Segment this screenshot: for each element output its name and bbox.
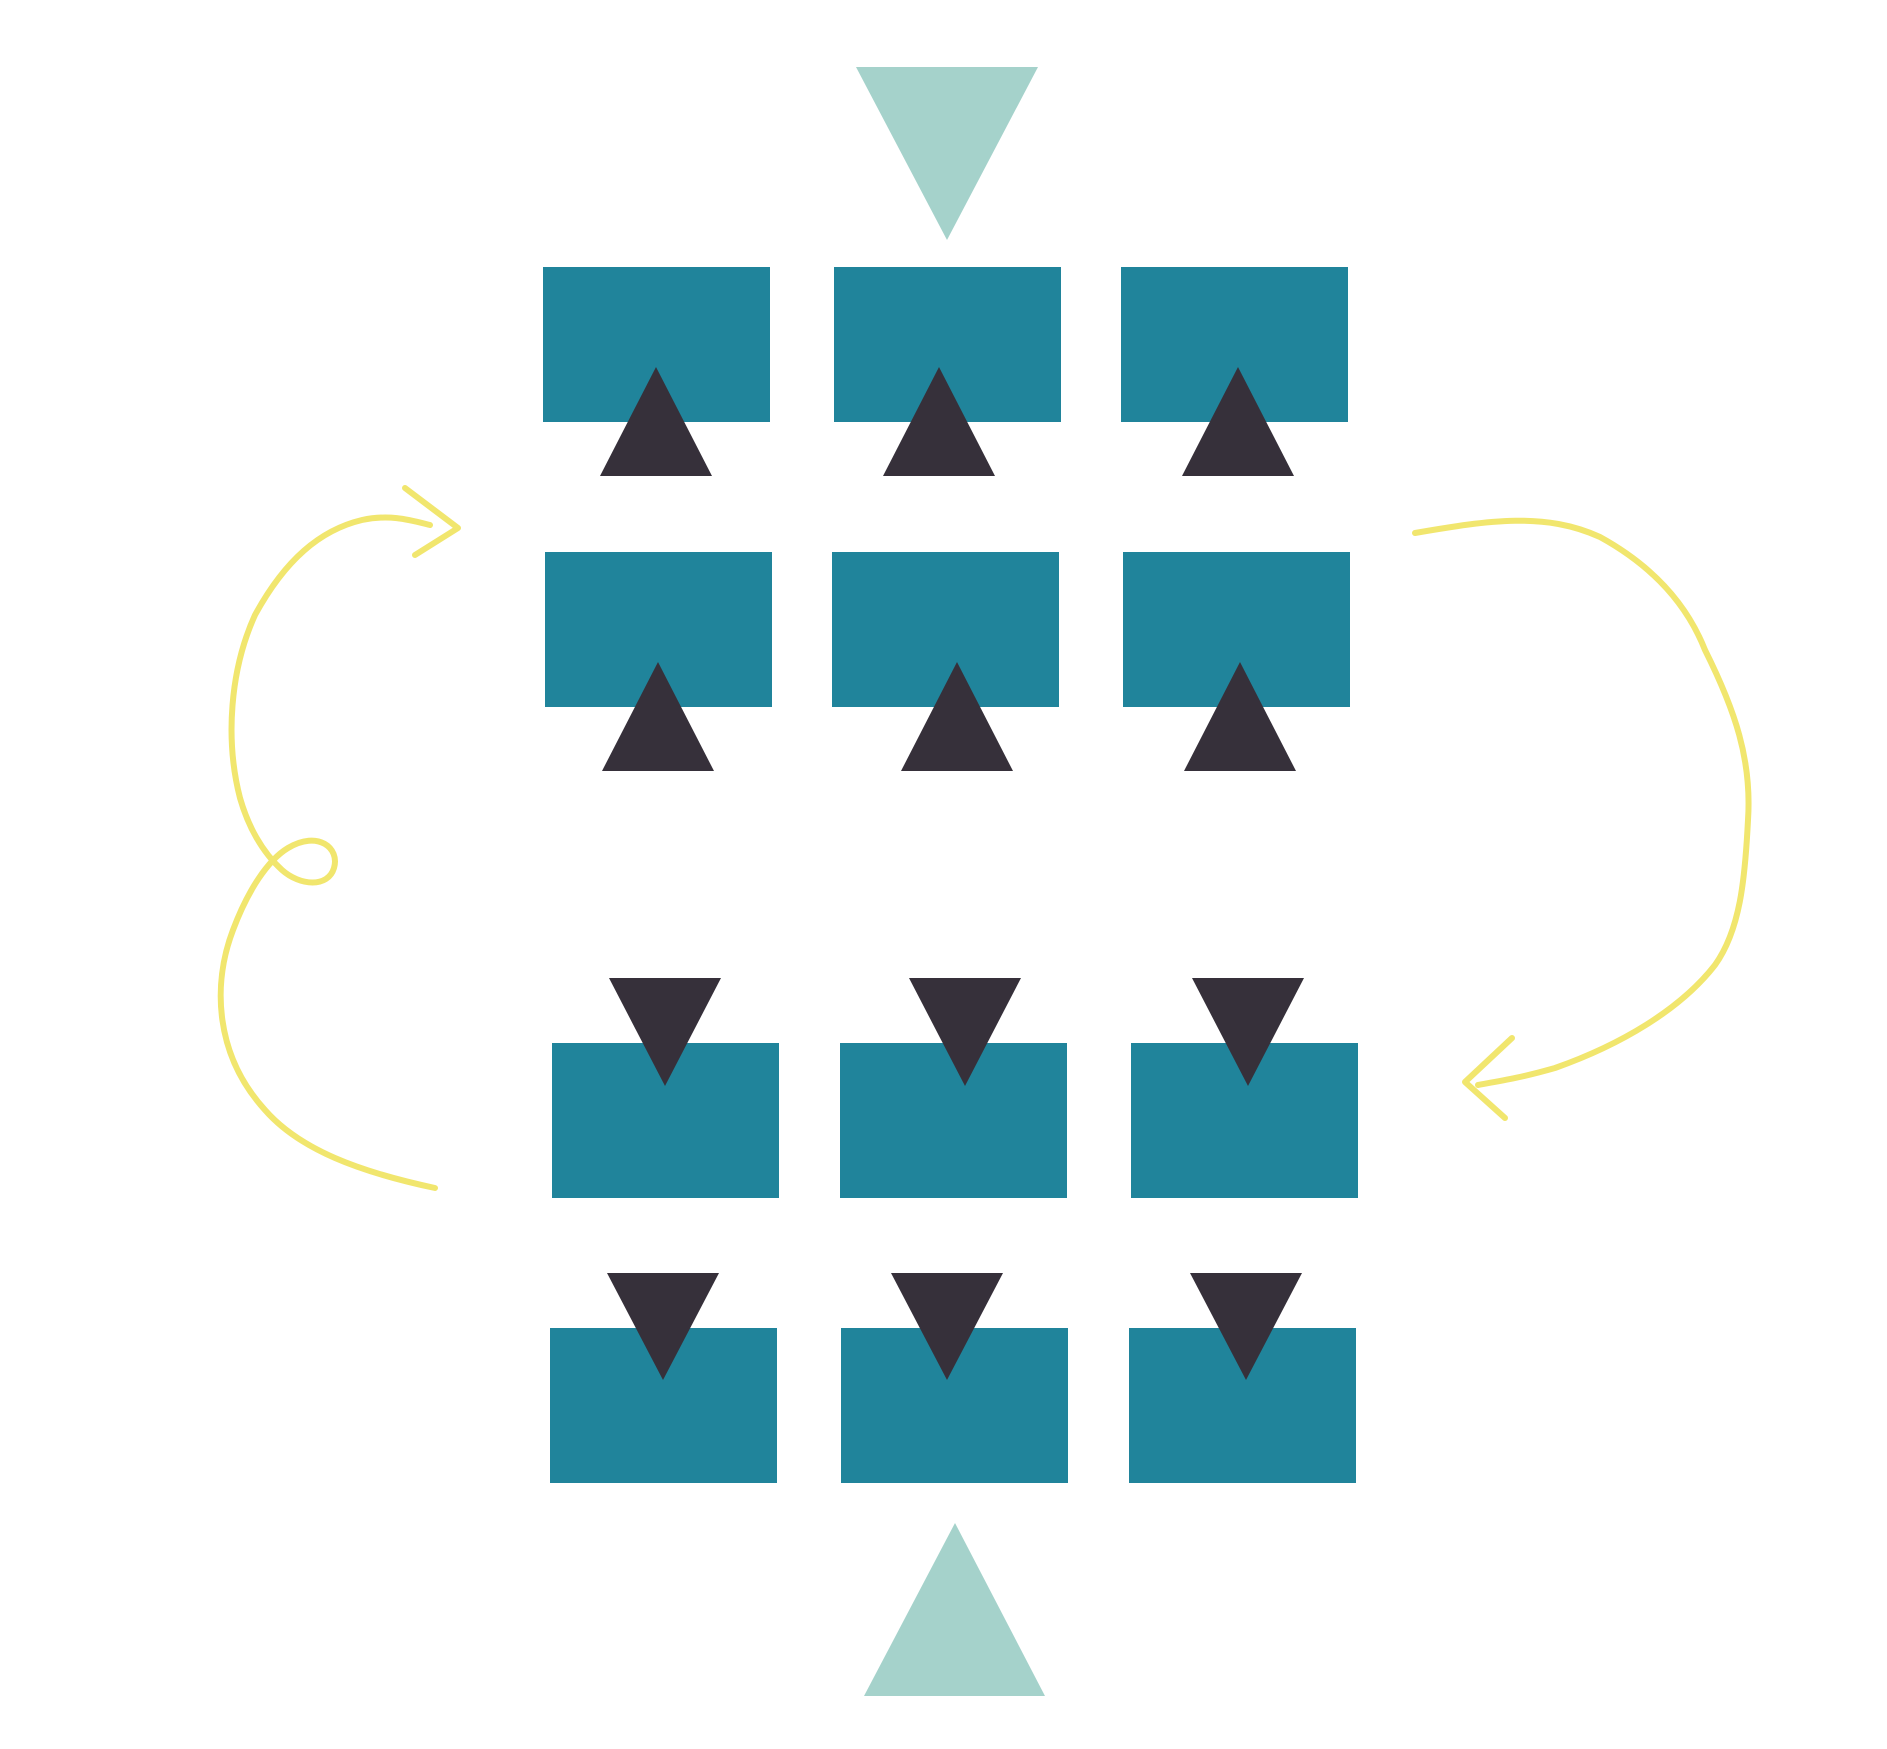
down-triangle-icon: [607, 1273, 719, 1380]
bottom-light-triangle-icon: [864, 1523, 1045, 1696]
up-triangle-icon: [883, 367, 995, 476]
down-triangle-icon: [609, 978, 721, 1086]
up-triangle-icon: [600, 367, 712, 476]
right-arrow-shaft: [1412, 517, 1752, 1088]
up-triangle-icon: [1184, 662, 1296, 771]
top-light-triangle-icon: [856, 67, 1038, 240]
upper-block-r2-c2: [832, 552, 1059, 707]
down-triangle-icon: [891, 1273, 1003, 1380]
lower-block-r1-c2: [840, 1043, 1067, 1198]
down-triangle-icon: [1192, 978, 1304, 1086]
left-arrow-head: [402, 485, 461, 558]
up-triangle-icon: [901, 662, 1013, 771]
up-triangle-icon: [1182, 367, 1294, 476]
down-triangle-icon: [909, 978, 1021, 1086]
left-arrow-shaft: [217, 514, 438, 1191]
left-curved-arrow-icon: [217, 485, 461, 1191]
up-triangle-icon: [602, 662, 714, 771]
right-arrow-head: [1462, 1035, 1515, 1121]
down-triangle-icon: [1190, 1273, 1302, 1380]
right-curved-arrow-icon: [1412, 517, 1752, 1121]
